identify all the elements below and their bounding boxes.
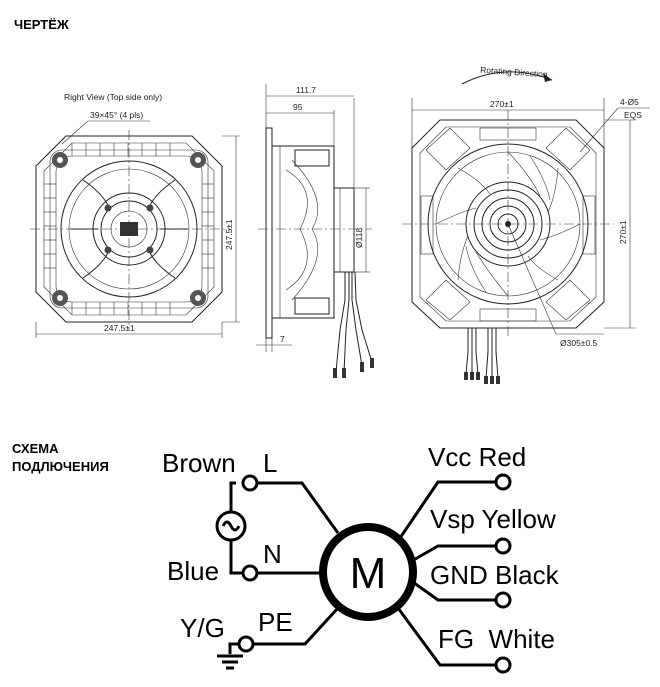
right-view-label: Right View (Top side only) [64, 92, 162, 102]
front-housing-outline [411, 119, 605, 329]
rotation-label: Rotating Direction [480, 65, 548, 80]
wire-PE [253, 606, 340, 646]
front-diameter-label: Ø305±0.5 [560, 338, 598, 348]
front-width-label: 270±1 [490, 99, 514, 109]
wire-L [257, 481, 340, 534]
front-housing-inner-outline [419, 126, 597, 322]
vsp-yellow-label: Vsp Yellow [430, 504, 556, 534]
wire-vsp [409, 544, 496, 564]
left-width-label: 247.5±1 [104, 323, 135, 333]
ac-sine-icon [221, 520, 241, 532]
terminal-N [241, 564, 259, 582]
ac-source-bottom-wire [229, 540, 242, 575]
brown-label: Brown [162, 448, 236, 478]
motor-label: M [350, 549, 387, 598]
terminal-vcc [494, 473, 512, 491]
chamfer-label: 39×45° (4 pls) [90, 110, 143, 120]
PE-label: PE [258, 607, 293, 637]
rotation-arrow [461, 71, 553, 85]
gnd-black-label: GND Black [430, 560, 560, 590]
scheme-title-line-2: ПОДЛЮЧЕНИЯ [12, 459, 109, 474]
side-body-label: 95 [293, 102, 303, 112]
drawing-title: ЧЕРТЁЖ [14, 17, 69, 32]
holes-label: 4-Ø5 [620, 97, 639, 107]
side-cables [335, 271, 373, 373]
front-impeller-blades [435, 151, 581, 297]
side-total-label: 111.7 [296, 85, 316, 95]
wire-fg [396, 607, 496, 667]
scheme-title-line-1: СХЕМА [12, 441, 59, 456]
wire-vcc [398, 480, 496, 539]
terminal-vsp [494, 537, 512, 555]
terminal-L [241, 474, 259, 492]
left-corner-bosses [52, 152, 206, 306]
holes-leader [579, 107, 619, 153]
left-height-label: 247.5±1 [224, 219, 234, 250]
motor-symbol [319, 523, 417, 621]
front-cable-ends [464, 372, 500, 384]
side-view: 111.7 95 Ø118 7 [256, 84, 374, 378]
L-label: L [263, 448, 277, 478]
ground-icon [217, 642, 243, 670]
left-housing-inner-outline [43, 142, 215, 316]
terminal-gnd [494, 591, 512, 609]
eqs-label: EQS [624, 110, 642, 120]
front-view: Rotating Direction [402, 65, 650, 384]
yg-label: Y/G [180, 613, 225, 643]
wiring-scheme: Brown L Blue N Y/G PE M [162, 442, 560, 674]
left-view: Right View (Top side only) 39×45° (4 pls… [30, 92, 240, 338]
side-cable-ends [333, 358, 374, 378]
left-housing-outline [35, 135, 223, 323]
side-flange-label: 7 [280, 334, 285, 344]
blue-label: Blue [167, 556, 219, 586]
ac-source-top-wire [229, 481, 236, 512]
side-flange [265, 127, 273, 339]
side-motor [333, 187, 355, 273]
wire-gnd [409, 578, 496, 602]
side-diameter-label: Ø118 [354, 228, 364, 248]
terminal-PE [237, 635, 255, 653]
front-cables [465, 328, 499, 379]
left-hub-screws [104, 204, 154, 254]
fg-white-label: FG White [438, 624, 555, 654]
front-height-label: 270±1 [618, 220, 628, 244]
vcc-red-label: Vcc Red [428, 442, 526, 472]
N-label: N [263, 539, 282, 569]
chamfer-leader [61, 120, 89, 145]
front-diameter-leader [507, 223, 557, 335]
terminal-fg [494, 656, 512, 674]
side-blade-curve [285, 169, 308, 291]
front-corner-brackets [420, 127, 596, 322]
side-body [271, 145, 335, 319]
